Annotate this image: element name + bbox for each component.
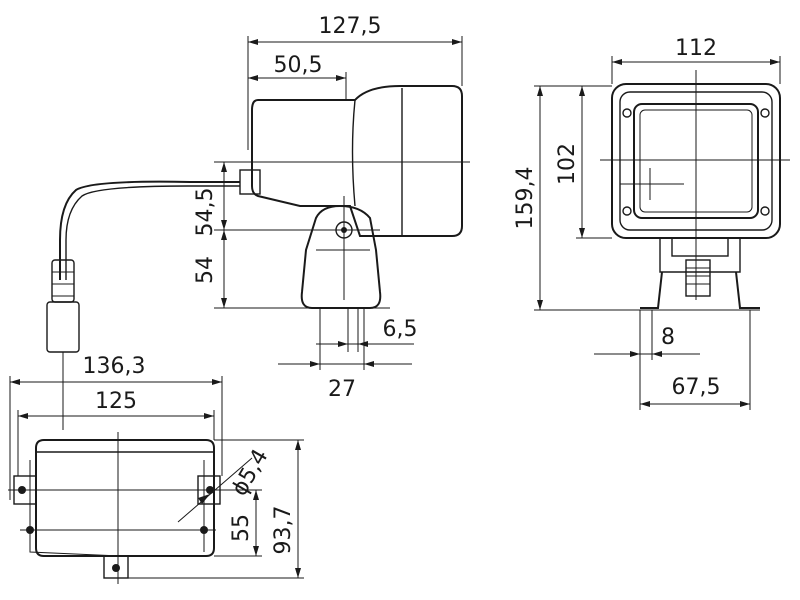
dim-6-5-arrow-l xyxy=(338,341,348,347)
dim-hole-leader-arrow xyxy=(198,494,210,504)
dim-159-4-arrow-top xyxy=(537,86,543,96)
dim-hole-leader xyxy=(177,457,253,523)
front-bolt xyxy=(685,259,711,297)
dim-159-4-arrow-bot xyxy=(537,300,543,310)
dim-front-width: 112 xyxy=(675,36,717,61)
dim-center-height-lower: 54 xyxy=(193,256,218,284)
dim-54-arrow-top xyxy=(221,230,227,240)
dim-front-height: 159,4 xyxy=(513,167,538,230)
front-screw-tr xyxy=(760,108,770,118)
side-connector xyxy=(239,169,261,195)
dim-base-depth-outer: 93,7 xyxy=(271,506,296,555)
dim-bracket-width: 67,5 xyxy=(672,375,721,400)
dim-6-5-arrow-r xyxy=(358,341,368,347)
dim-125-arrow-l xyxy=(18,413,28,419)
dim-127-5-arrow-l xyxy=(248,39,258,45)
dim-overall-length: 127,5 xyxy=(319,14,382,39)
dim-base-hole-spacing: 125 xyxy=(95,389,137,414)
dim-27-arrow-r xyxy=(364,361,374,367)
dim-housing-offset: 50,5 xyxy=(274,53,323,78)
cable-plug-ribs xyxy=(52,271,74,297)
dim-slot-width: 6,5 xyxy=(383,317,418,342)
dim-base-depth-inner: 55 xyxy=(229,514,254,542)
dim-lens-height: 102 xyxy=(555,143,580,185)
front-screw-tl xyxy=(622,108,632,118)
dim-55-arrow-top xyxy=(253,490,259,500)
dim-bracket-slot: 8 xyxy=(661,325,675,350)
base-frame xyxy=(29,460,205,557)
dim-hole-diameter: ϕ5,4 xyxy=(227,445,273,500)
dim-8-arrow-r xyxy=(652,351,662,357)
dim-foot-width: 27 xyxy=(328,377,356,402)
front-screw-br xyxy=(760,206,770,216)
side-mount xyxy=(300,204,382,309)
side-housing xyxy=(251,85,463,237)
front-screw-bl xyxy=(622,206,632,216)
dim-27-arrow-l xyxy=(310,361,320,367)
dim-55-arrow-bot xyxy=(253,546,259,556)
front-mount xyxy=(659,238,741,273)
dim-93-7-arrow-top xyxy=(295,440,301,450)
dim-67-5-arrow-r xyxy=(740,401,750,407)
side-cable xyxy=(59,180,240,280)
front-bracket xyxy=(640,271,760,309)
cable-plug-socket xyxy=(46,301,80,353)
front-bolt-threads xyxy=(686,267,710,285)
dim-136-3-arrow-l xyxy=(10,379,20,385)
base-outline xyxy=(35,439,215,557)
dim-center-height-upper: 54,5 xyxy=(193,188,218,237)
dim-67-5-arrow-l xyxy=(640,401,650,407)
dim-93-7-arrow-bot xyxy=(295,568,301,578)
dim-54-5-arrow-bot xyxy=(221,220,227,230)
dim-112-arrow-l xyxy=(612,59,622,65)
dim-8-arrow-l xyxy=(630,351,640,357)
side-cable-2 xyxy=(65,185,240,280)
base-hole-bottom xyxy=(112,564,120,572)
front-mount-block xyxy=(671,237,729,257)
dim-112-arrow-r xyxy=(770,59,780,65)
dim-base-length: 136,3 xyxy=(83,354,146,379)
dim-54-arrow-bot xyxy=(221,298,227,308)
dim-102-arrow-bot xyxy=(579,228,585,238)
base-view: 136,3 125 ϕ5,4 55 93,7 xyxy=(8,354,304,584)
dim-54-5-arrow-top xyxy=(221,162,227,172)
dim-50-5-arrow-l xyxy=(248,75,258,81)
dim-102-arrow-top xyxy=(579,86,585,96)
front-view: 112 159,4 102 8 67,5 xyxy=(513,36,790,410)
dim-50-5-arrow-r xyxy=(336,75,346,81)
side-body-rear-curve xyxy=(351,99,356,207)
dim-136-3-arrow-r xyxy=(212,379,222,385)
side-view: 127,5 50,5 54,5 54 6,5 27 xyxy=(46,14,470,430)
dim-125-arrow-r xyxy=(204,413,214,419)
dim-127-5-arrow-r xyxy=(452,39,462,45)
